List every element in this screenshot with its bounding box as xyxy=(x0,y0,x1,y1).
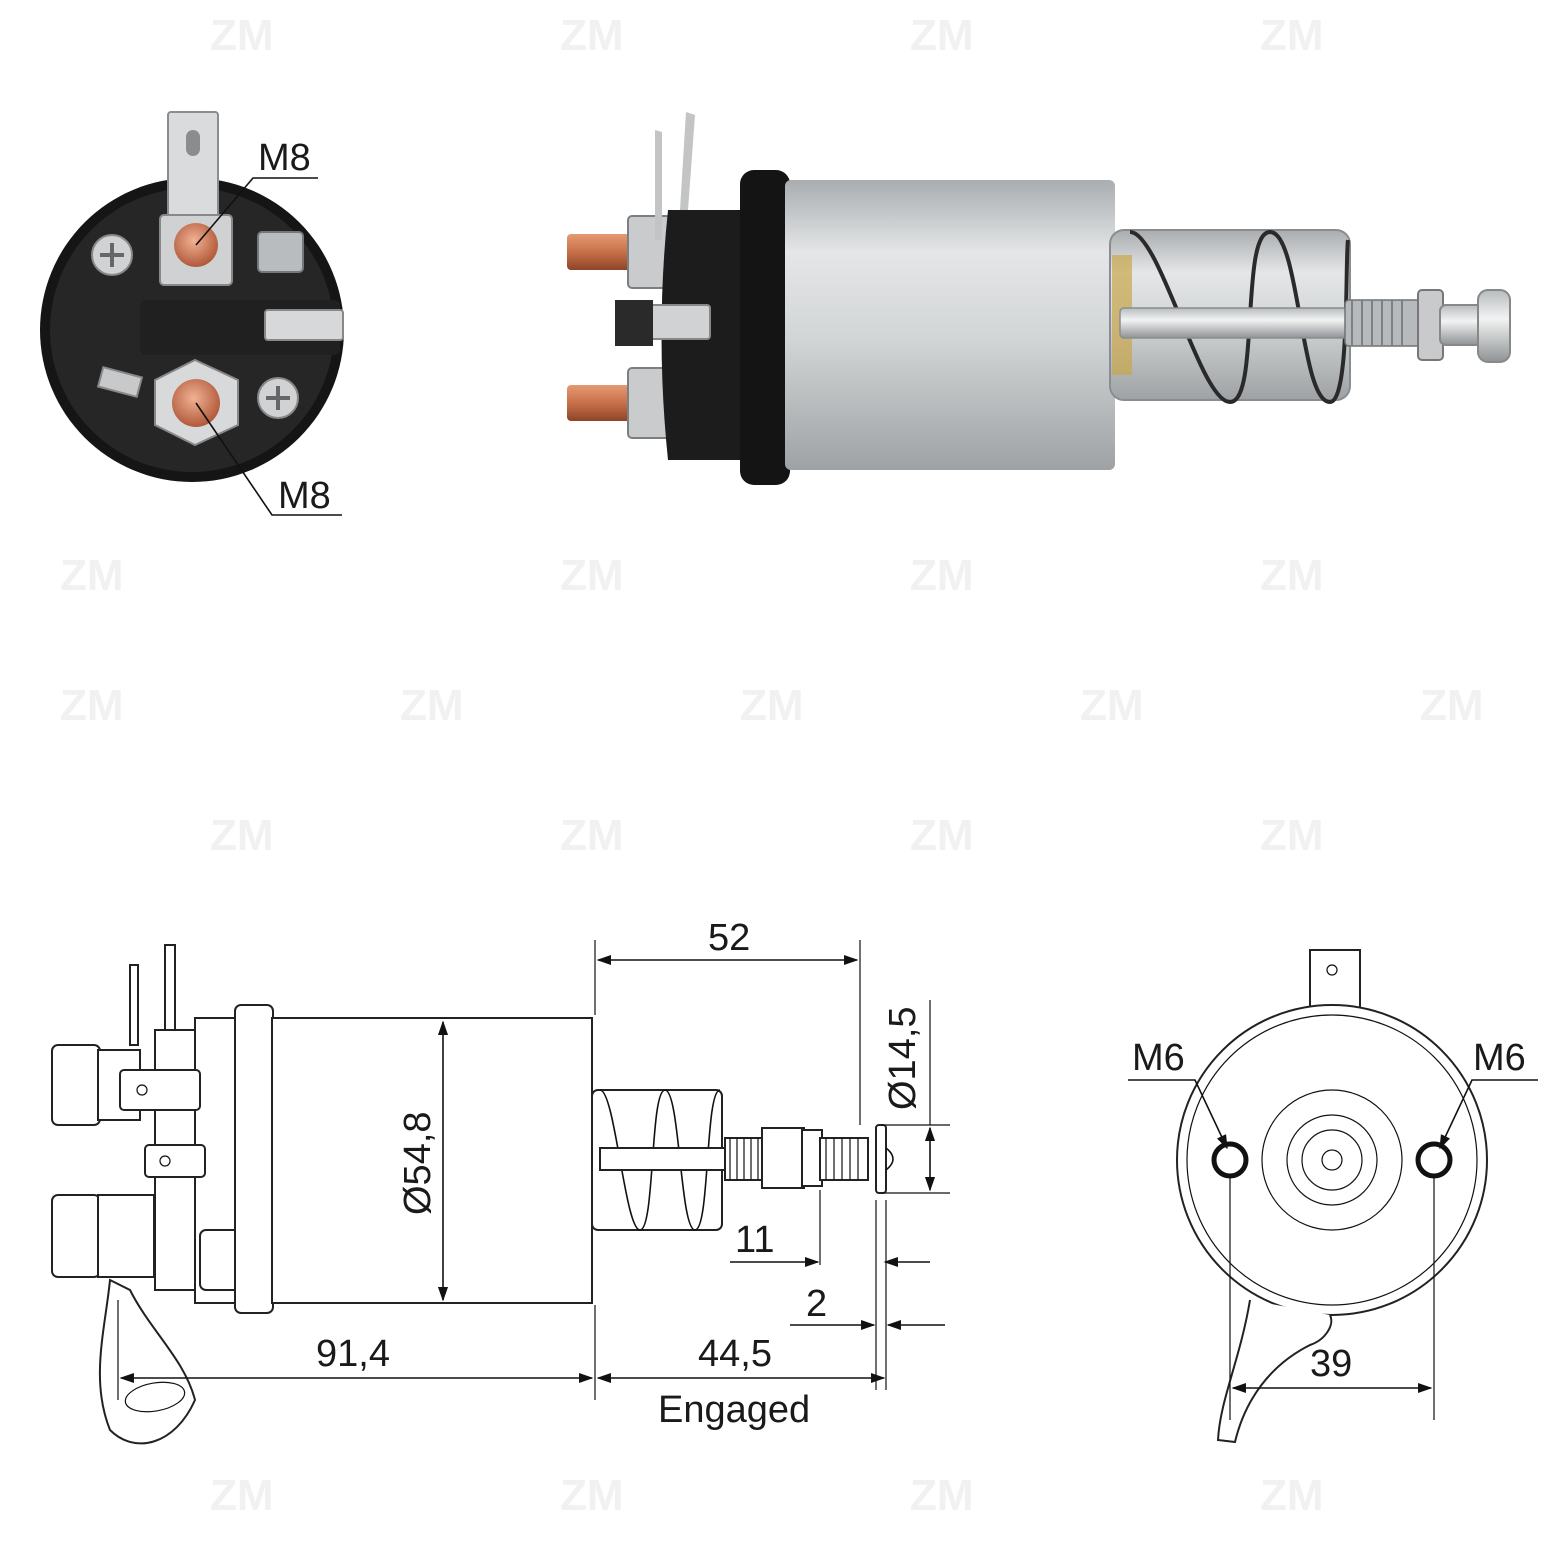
flange xyxy=(234,1004,274,1314)
callout-line-bottom xyxy=(195,402,342,516)
upright-blade-right xyxy=(680,112,695,210)
watermark-text: ZM xyxy=(210,811,274,860)
spring-small xyxy=(724,1137,766,1181)
lock-nut xyxy=(761,1127,805,1189)
front-outer-ring xyxy=(1176,1004,1488,1316)
watermark-text: ZM xyxy=(910,811,974,860)
strap-tab xyxy=(96,365,144,399)
mount-left-label: M6 xyxy=(1132,1037,1185,1079)
nut-lower xyxy=(51,1194,101,1278)
blade-1 xyxy=(164,944,176,1031)
spade-hole-upper xyxy=(136,1084,148,1096)
watermark-text: ZM xyxy=(400,681,464,730)
watermark-text: ZM xyxy=(60,551,124,600)
spring-coil xyxy=(599,1089,721,1231)
threaded-section xyxy=(1344,299,1426,347)
thread-lines xyxy=(825,1138,859,1180)
front-inner-ring xyxy=(1186,1014,1478,1306)
blade-2 xyxy=(129,964,139,1046)
dim-travel: 11 xyxy=(735,1219,774,1261)
dim-plunger-length: 52 xyxy=(708,917,750,959)
side-spade xyxy=(264,309,344,341)
spade-upper xyxy=(119,1069,201,1111)
dim-body-diameter: Ø54,8 xyxy=(397,1111,439,1215)
screw-right-slot xyxy=(266,386,290,410)
stud-copper-bottom xyxy=(567,385,637,421)
callout-bottom-label: M8 xyxy=(278,475,331,517)
watermark-text: ZM xyxy=(60,681,124,730)
watermark-text: ZM xyxy=(560,11,624,60)
photo-side-view xyxy=(567,112,1511,485)
callout-line-top xyxy=(195,177,318,246)
plunger-nose xyxy=(885,1147,894,1171)
callout-line-right xyxy=(1439,1079,1538,1150)
watermark-text: ZM xyxy=(560,551,624,600)
callout-top-label: M8 xyxy=(258,137,311,179)
steel-can xyxy=(785,180,1115,470)
washer-lower xyxy=(97,1194,155,1278)
watermark-text: ZM xyxy=(560,1471,624,1520)
watermark-text: ZM xyxy=(1260,1471,1324,1520)
watermark-text: ZM xyxy=(1080,681,1144,730)
front-spade-hole xyxy=(1326,964,1338,976)
plunger-head xyxy=(1477,289,1511,363)
spade-lower xyxy=(144,1144,206,1178)
screw-left-slot xyxy=(100,243,124,267)
strap-hole xyxy=(124,1381,186,1413)
dim-gap: 2 xyxy=(806,1283,827,1325)
nut-upper xyxy=(51,1044,101,1126)
watermark-text: ZM xyxy=(210,1471,274,1520)
cap-flange xyxy=(740,170,790,485)
watermark-text: ZM xyxy=(1260,811,1324,860)
spade-hole-lower xyxy=(159,1155,171,1167)
watermark-pattern: ZM ZM ZM ZM ZM ZM ZM ZM ZM ZM ZM ZM ZM Z… xyxy=(60,11,1484,1520)
front-bore-inner xyxy=(1301,1129,1363,1191)
spade-terminal xyxy=(167,111,219,223)
drawing-side-view: 52 Ø54,8 Ø14,5 11 2 91,4 44,5 Engaged xyxy=(51,917,950,1445)
return-spring xyxy=(1129,229,1350,405)
stud-copper-top xyxy=(567,234,637,270)
dim-tip-diameter: Ø14,5 xyxy=(882,1006,924,1110)
ground-strap xyxy=(98,1278,197,1445)
mount-hole-right xyxy=(1415,1141,1453,1179)
drawing-front-view: M6 M6 39 xyxy=(1128,949,1538,1444)
upright-blade-left xyxy=(655,130,662,240)
thread-section xyxy=(819,1137,869,1181)
wire-clip xyxy=(257,231,304,273)
watermark-text: ZM xyxy=(1260,11,1324,60)
watermark-text: ZM xyxy=(910,11,974,60)
front-spade xyxy=(1309,949,1361,1008)
front-boss xyxy=(1261,1089,1403,1231)
engaged-label: Engaged xyxy=(658,1389,810,1431)
front-center xyxy=(1321,1149,1343,1171)
watermark-text: ZM xyxy=(740,681,804,730)
spade-hole xyxy=(186,130,200,156)
front-strap xyxy=(1216,1299,1333,1444)
thread-lines xyxy=(1351,300,1403,346)
spring-small-lines xyxy=(729,1138,759,1180)
mount-hole-left xyxy=(1211,1141,1249,1179)
watermark-text: ZM xyxy=(560,811,624,860)
watermark-text: ZM xyxy=(910,551,974,600)
watermark-text: ZM xyxy=(210,11,274,60)
callout-line-left xyxy=(1128,1079,1228,1150)
dim-mount-spacing: 39 xyxy=(1310,1343,1352,1385)
plunger-head xyxy=(875,1124,887,1194)
watermark-text: ZM xyxy=(1260,551,1324,600)
side-spade xyxy=(647,304,711,340)
front-bore xyxy=(1286,1114,1378,1206)
watermark-text: ZM xyxy=(1420,681,1484,730)
photo-end-view: M8 M8 xyxy=(40,111,344,517)
dim-body-length: 91,4 xyxy=(316,1333,390,1375)
dim-engaged-length: 44,5 xyxy=(698,1333,772,1375)
watermark-text: ZM xyxy=(910,1471,974,1520)
spade-block xyxy=(615,300,653,346)
mount-right-label: M6 xyxy=(1473,1037,1526,1079)
